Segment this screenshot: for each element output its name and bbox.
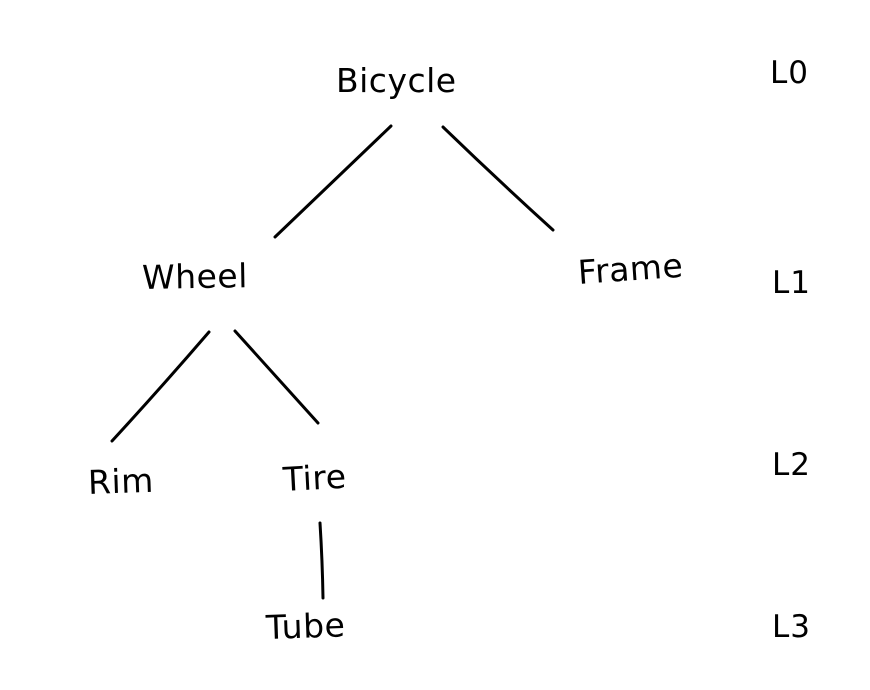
level-label-l1: L1 <box>772 265 811 301</box>
edge-bicycle-to-wheel <box>273 124 393 239</box>
level-label-l0: L0 <box>770 55 809 91</box>
node-bicycle[interactable]: Bicycle <box>336 61 457 100</box>
level-label-l2: L2 <box>772 447 811 483</box>
node-tire[interactable]: Tire <box>281 456 348 499</box>
node-frame[interactable]: Frame <box>576 245 685 292</box>
edge-wheel-to-rim <box>110 330 211 443</box>
edge-tire-to-tube <box>318 521 325 600</box>
edge-bicycle-to-frame <box>441 125 555 232</box>
level-label-l3: L3 <box>772 609 811 645</box>
node-rim[interactable]: Rim <box>87 460 155 502</box>
node-wheel[interactable]: Wheel <box>141 256 249 297</box>
node-tube[interactable]: Tube <box>265 605 346 647</box>
edge-wheel-to-tire <box>233 329 320 425</box>
